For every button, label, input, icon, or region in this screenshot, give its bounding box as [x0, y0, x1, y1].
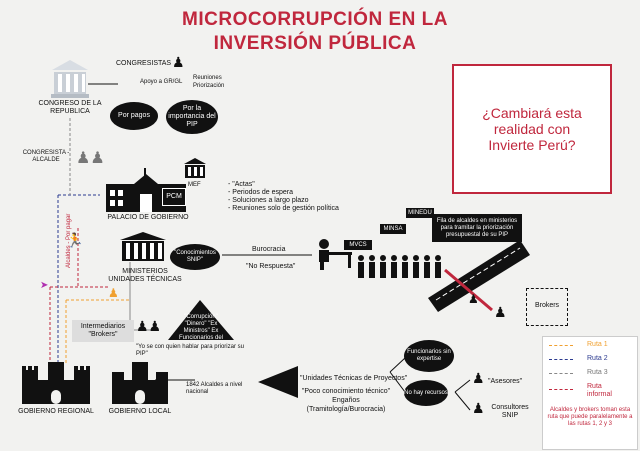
broker-alcalde-icon: ♟	[468, 292, 479, 306]
enganos-label: Engaños	[332, 397, 360, 404]
ruta3-label: Ruta 3	[587, 369, 608, 376]
ruta-informal-swatch	[549, 389, 573, 390]
ruta1-label: Ruta 1	[587, 341, 608, 348]
tramitologia-label: (Tramitología/Burocracia)	[306, 406, 386, 413]
running-person-icon: 🏃	[66, 232, 84, 248]
gobierno-items: - "Actas" - Periodos de espera - Solucio…	[228, 181, 368, 213]
asesor-icon: ♟	[472, 370, 485, 386]
handshake-icon: ♟♟	[136, 318, 162, 334]
burocracia-label: Burocracia	[252, 246, 286, 253]
minsa-box: MINSA	[380, 224, 406, 234]
broker-person-icon: ♟	[494, 304, 507, 320]
minedu-box: MINEDU	[406, 208, 434, 218]
mef-building-icon	[184, 158, 206, 178]
local-label: GOBIERNO LOCAL	[108, 408, 172, 415]
mef-label: MEF	[188, 182, 201, 188]
ruta3-swatch	[549, 373, 573, 374]
congreso-label: CONGRESO DE LA REPUBLICA	[38, 100, 102, 115]
congresistas-label: CONGRESISTAS	[116, 60, 172, 67]
unidades-label: "Unidades Técnicas de Proyectos"	[300, 375, 408, 382]
brokers-box: Brokers	[526, 288, 568, 326]
gobierno-item: - Soluciones a largo plazo	[228, 197, 309, 204]
question-text: ¿Cambiará esta realidad con Invierte Per…	[482, 105, 582, 153]
ruta2-label: Ruta 2	[587, 355, 608, 362]
pcm-box: PCM	[162, 188, 186, 206]
ministerios-label: MINISTERIOS UNIDADES TÉCNICAS	[108, 268, 182, 283]
question-box: ¿Cambiará esta realidad con Invierte Per…	[452, 64, 612, 194]
consultor-icon: ♟	[472, 400, 485, 416]
palacio-label: PALACIO DE GOBIERNO	[107, 214, 189, 221]
ruta1-swatch	[549, 345, 573, 346]
alcaldes-queue-icon	[358, 255, 441, 278]
asesores-label: "Asesores"	[488, 378, 523, 385]
no-hay-bubble: No hay recursos	[404, 380, 448, 406]
congresista-alcalde-label: CONGRESISTA - ALCALDE	[22, 150, 70, 163]
desk-official-icon	[319, 239, 352, 270]
page-title: MICROCORRUPCIÓN EN LA INVERSIÓN PÚBLICA	[182, 9, 448, 54]
ruta-informal-label: Ruta informal	[587, 383, 612, 398]
ministerios-building-icon	[120, 232, 166, 261]
fila-box: Fila de alcaldes en ministerios para tra…	[432, 214, 522, 242]
regional-label: GOBIERNO REGIONAL	[18, 408, 94, 415]
reuniones-label: Reuniones	[193, 75, 222, 81]
funcionarios-bubble: Funcionarios sin expertise	[404, 340, 454, 372]
conocimientos-bubble: "Conocimientos SNIP"	[170, 244, 220, 270]
apoyo-label: Apoyo a GR/GL	[140, 79, 183, 85]
brokers-label: Brokers	[534, 302, 560, 309]
orange-person-icon: ♟	[108, 286, 119, 300]
broker-quote: "Yo se con quien hablar para priorizar s…	[136, 344, 244, 357]
priorizacion-label: Priorización	[193, 83, 225, 89]
runner-icon: ➤	[40, 280, 49, 291]
legend-note: Alcaldes y brokers toman esta ruta que p…	[547, 407, 633, 427]
corrupcion-text: "Corrupción" "Dinero" "Ex Ministros" Ex …	[178, 314, 224, 348]
consultores-label: Consultores SNIP	[491, 404, 529, 419]
alcaldes-count: 1842 Alcaldes a nivel nacional	[186, 382, 243, 395]
gobierno-item: - "Actas"	[228, 181, 255, 188]
mvcs-box: MVCS	[344, 240, 372, 250]
ruta2-swatch	[549, 359, 573, 360]
congreso-building-icon	[51, 60, 89, 98]
person-icon: ♟	[172, 54, 185, 70]
legend: Ruta 1 Ruta 2 Ruta 3 Ruta informal Alcal…	[542, 336, 638, 450]
gobierno-item: - Reuniones solo de gestión política	[228, 205, 339, 212]
por-importancia-bubble: Por la importancia del PIP	[166, 100, 218, 134]
poco-label: "Poco conocimiento técnico"	[301, 388, 391, 395]
gobierno-local-castle-icon	[112, 362, 168, 404]
gobierno-item: - Periodos de espera	[228, 189, 293, 196]
couple-icon: ♟♟	[76, 150, 105, 167]
por-pagos-bubble: Por pagos	[110, 102, 158, 130]
no-respuesta-label: "No Respuesta"	[246, 263, 296, 270]
gobierno-regional-castle-icon	[22, 362, 90, 404]
intermediarios-box: Intermediarios "Brokers"	[72, 320, 134, 342]
